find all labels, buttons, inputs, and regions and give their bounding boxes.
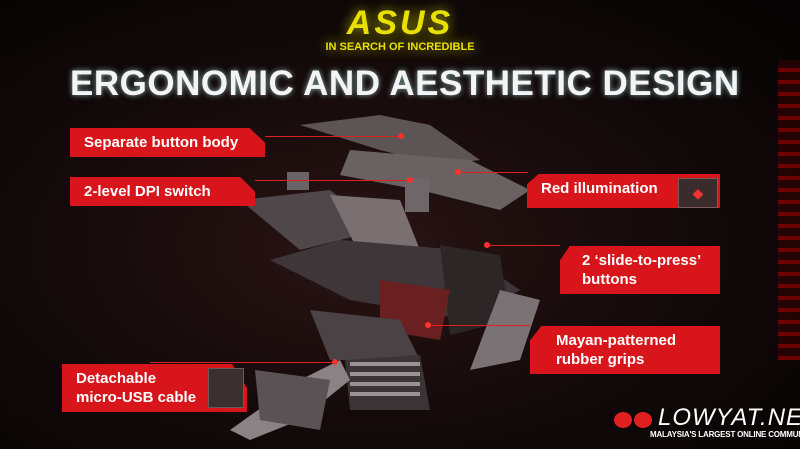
label-button-body: Separate button body (70, 128, 265, 157)
label-line: buttons (582, 271, 637, 288)
asus-logo: ASUS IN SEARCH OF INCREDIBLE (325, 6, 475, 53)
leader-line (428, 325, 530, 326)
label-line: micro-USB cable (76, 389, 197, 406)
mascot-icon (614, 412, 632, 428)
label-line: Mayan-patterned (556, 332, 677, 349)
led-edge (778, 60, 800, 360)
leader-line (488, 245, 560, 246)
label-line: rubber grips (556, 351, 645, 368)
callout-dot (407, 177, 413, 183)
label-slide-to-press: 2 ‘slide-to-press’ buttons (560, 246, 720, 294)
callout-dot (398, 133, 404, 139)
callout-dot (425, 322, 431, 328)
label-text: Red illumination (541, 180, 658, 197)
callout-dot (484, 242, 490, 248)
leader-line (150, 362, 335, 363)
leader-line (265, 136, 400, 137)
mascot-icon (634, 412, 652, 428)
callout-dot (332, 359, 338, 365)
slide-title: ERGONOMIC AND AESTHETIC DESIGN (70, 64, 740, 103)
callout-dot (455, 169, 461, 175)
watermark-tagline: MALAYSIA'S LARGEST ONLINE COMMUNITY (650, 430, 800, 439)
label-line: Detachable (76, 370, 157, 387)
logo-tagline: IN SEARCH OF INCREDIBLE (325, 41, 475, 53)
usb-connector-icon (208, 368, 244, 408)
label-line: 2 ‘slide-to-press’ (582, 252, 702, 269)
label-dpi-switch: 2-level DPI switch (70, 177, 255, 206)
logo-brand: ASUS (346, 4, 454, 42)
leader-line (255, 180, 410, 181)
lowyat-watermark: LOWYAT.NET MALAYSIA'S LARGEST ONLINE COM… (612, 406, 800, 440)
label-rubber-grips: Mayan-patterned rubber grips (530, 326, 720, 374)
watermark-name: LOWYAT.NET (658, 404, 800, 431)
leader-line (458, 172, 528, 173)
rog-logo-icon: ◆ (678, 178, 718, 208)
